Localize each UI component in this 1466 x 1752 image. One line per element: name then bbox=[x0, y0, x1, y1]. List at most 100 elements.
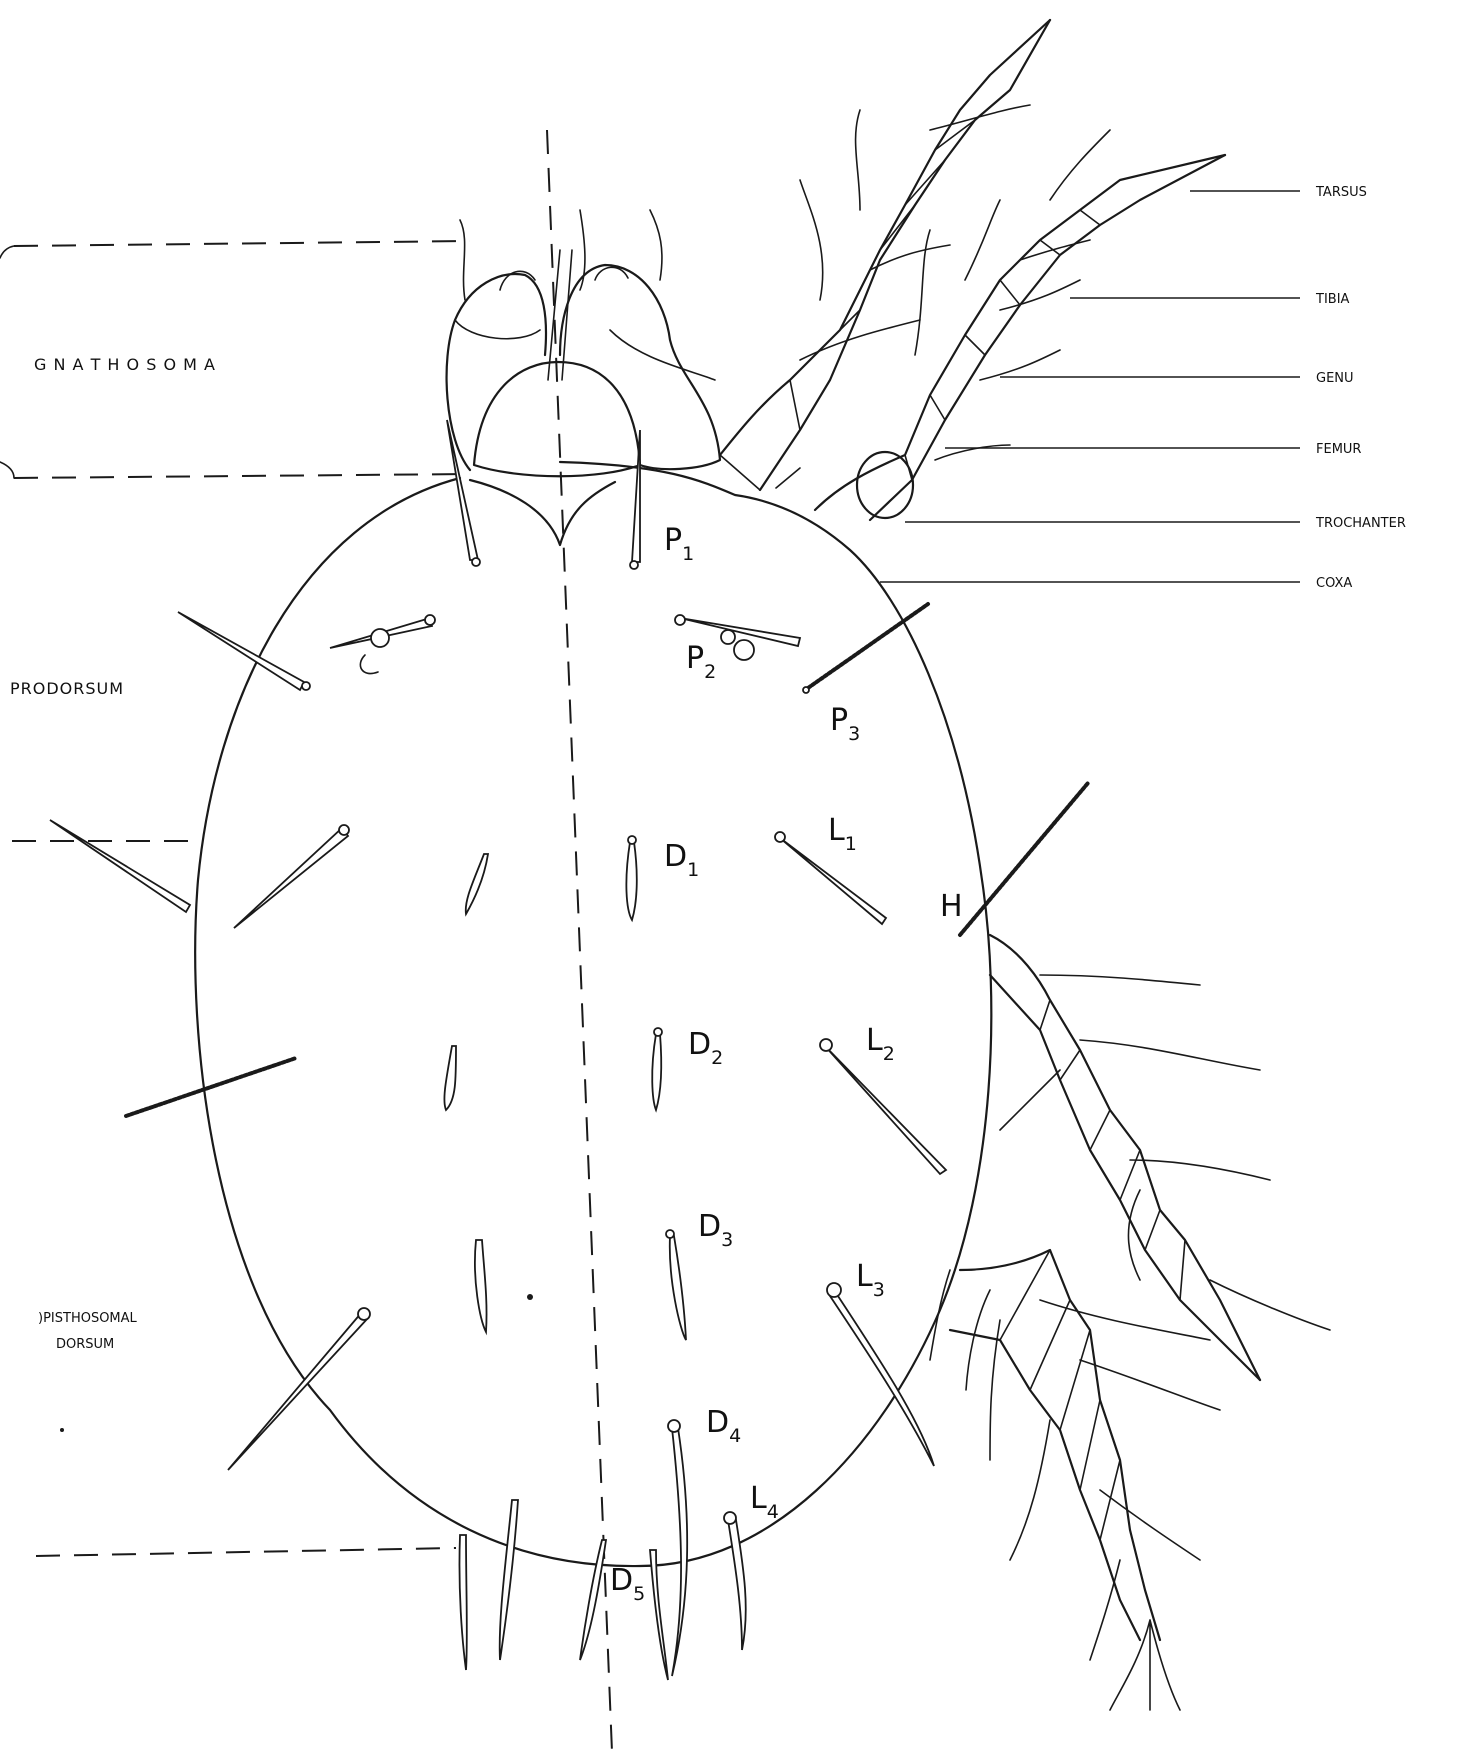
palp-setae bbox=[460, 210, 662, 300]
seta-label-p3: P3 bbox=[830, 703, 860, 745]
p1-socket-left bbox=[472, 558, 480, 566]
seta-label-d4: D4 bbox=[706, 1405, 741, 1447]
p1-seta-left bbox=[447, 420, 478, 560]
region-markers bbox=[0, 241, 470, 1556]
seta-label-l4: L4 bbox=[750, 1481, 779, 1523]
seta-label-d1: D1 bbox=[664, 839, 699, 881]
d4-seta bbox=[672, 1428, 687, 1676]
left-d3-seta bbox=[475, 1240, 487, 1332]
left-d1-lateral-socket bbox=[339, 825, 349, 835]
d1-socket bbox=[628, 836, 636, 844]
leg-four-joints bbox=[1000, 1250, 1120, 1540]
leg-two-trochanter bbox=[857, 452, 913, 518]
d3-seta bbox=[670, 1236, 686, 1340]
body-outline bbox=[195, 462, 991, 1566]
dorsum-label: DORSUM bbox=[56, 1337, 114, 1352]
left-prodorsal-seta bbox=[50, 820, 190, 912]
l1-seta bbox=[780, 838, 886, 924]
l2-socket bbox=[820, 1039, 832, 1051]
femur-label: FEMUR bbox=[1316, 442, 1361, 457]
right-dorsal-setae bbox=[580, 836, 687, 1680]
left-d3-lateral-seta bbox=[228, 1312, 368, 1470]
gnathosoma bbox=[447, 210, 720, 545]
leg-one-setae bbox=[776, 105, 1030, 488]
l4-seta bbox=[728, 1520, 746, 1650]
chelicera-stylets bbox=[548, 250, 572, 380]
leg-four-setae bbox=[990, 1300, 1220, 1710]
gnathosoma-bracket-bottom bbox=[0, 462, 14, 478]
gnathosoma-label: G N A T H O S O M A bbox=[34, 355, 216, 374]
eye-right bbox=[734, 640, 754, 660]
l1-socket bbox=[775, 832, 785, 842]
seta-label-d2: D2 bbox=[688, 1027, 723, 1069]
seta-label-l3: L3 bbox=[856, 1259, 885, 1301]
left-d2-seta bbox=[444, 1046, 456, 1110]
gnathosoma-bottom-dashed-line bbox=[14, 474, 470, 478]
seta-label-l2: L2 bbox=[866, 1023, 895, 1065]
l4-socket bbox=[724, 1512, 736, 1524]
hypostome-groove bbox=[470, 480, 615, 545]
left-d5-seta bbox=[459, 1535, 466, 1670]
leg-four-base-setae bbox=[930, 1270, 990, 1390]
left-palp bbox=[447, 274, 546, 470]
leg-one-upper-edge bbox=[720, 20, 1050, 455]
eye-left bbox=[371, 629, 389, 647]
leg-three-lower-edge bbox=[990, 975, 1260, 1380]
speck bbox=[527, 1294, 533, 1300]
p1-socket-right bbox=[630, 561, 638, 569]
genu-label: GENU bbox=[1316, 371, 1354, 386]
leg-two-upper-edge bbox=[815, 155, 1225, 510]
left-palp-segment bbox=[455, 320, 540, 339]
tibia-label: TIBIA bbox=[1315, 292, 1350, 307]
p3-serrated-seta bbox=[808, 604, 928, 688]
left-d1-lateral-seta bbox=[234, 828, 348, 928]
l-setae bbox=[724, 832, 946, 1650]
trochanter-label: TROCHANTER bbox=[1315, 516, 1406, 531]
seta-label-d5: D5 bbox=[610, 1563, 645, 1605]
left-d1-seta bbox=[466, 854, 488, 914]
d2-seta bbox=[652, 1034, 661, 1110]
prodorsum-label: PRODORSUM bbox=[10, 679, 124, 698]
leg-two-lower-edge bbox=[870, 155, 1225, 520]
right-palp-segment bbox=[610, 330, 715, 380]
speck bbox=[60, 1428, 64, 1432]
tarsus-label: TARSUS bbox=[1315, 185, 1367, 200]
body-midline bbox=[547, 130, 612, 1752]
leg-three-joints bbox=[1040, 1000, 1185, 1300]
coxa-label: COXA bbox=[1316, 576, 1352, 591]
left-d4-seta bbox=[500, 1500, 518, 1660]
p3-seta bbox=[803, 604, 928, 693]
eye-right-small bbox=[721, 630, 735, 644]
seta-label-p2: P2 bbox=[686, 641, 716, 683]
l3-seta bbox=[830, 1290, 934, 1466]
p2-lateral-seta-left bbox=[178, 612, 304, 690]
p1-seta-right bbox=[632, 430, 640, 562]
d2-socket bbox=[654, 1028, 662, 1036]
legs-front bbox=[720, 20, 1225, 520]
seta-label-h: H bbox=[940, 889, 963, 924]
leg-three-upper-edge bbox=[990, 935, 1260, 1380]
seta-label-p1: P1 bbox=[664, 523, 694, 565]
d5-seta-left bbox=[580, 1540, 606, 1660]
d1-seta bbox=[626, 842, 636, 920]
eye-lens-left bbox=[360, 655, 378, 674]
p2-socket-right bbox=[675, 615, 685, 625]
seta-label-l1: L1 bbox=[828, 813, 857, 855]
gnathosoma-top-dashed-line bbox=[14, 241, 470, 246]
d5-seta-right bbox=[650, 1550, 668, 1680]
left-d3-lateral-socket bbox=[358, 1308, 370, 1320]
p2-socket-left bbox=[425, 615, 435, 625]
p2-lateral-socket-left bbox=[302, 682, 310, 690]
l3-socket bbox=[827, 1283, 841, 1297]
p3-socket bbox=[803, 687, 809, 693]
gnathosoma-bracket-top bbox=[0, 246, 14, 258]
d3-socket bbox=[666, 1230, 674, 1238]
d4-socket bbox=[668, 1420, 680, 1432]
seta-label-d3: D3 bbox=[698, 1209, 733, 1251]
opisthosomal-label: )PISTHOSOMAL bbox=[38, 1311, 138, 1326]
opisthosoma-boundary-dashed-line bbox=[36, 1548, 456, 1556]
left-lateral-setae bbox=[50, 820, 370, 1470]
leg-part-leaders bbox=[880, 191, 1300, 582]
